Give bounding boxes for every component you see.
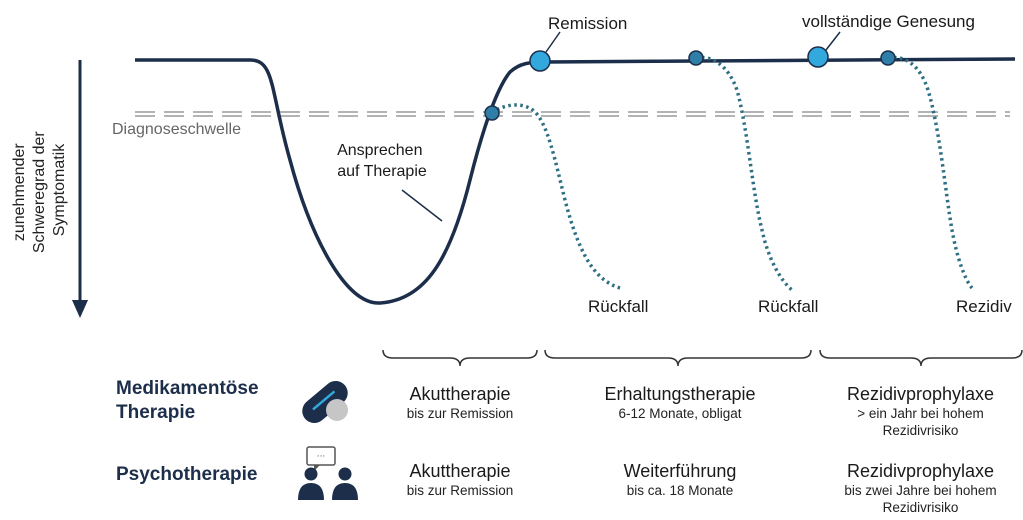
diagnosis-threshold-line (135, 111, 1010, 117)
svg-text:···: ··· (317, 452, 326, 462)
brace-maintenance-phase (544, 349, 812, 367)
phase-medication-prophylaxis: Rezidivprophylaxe > ein Jahr bei hohem R… (846, 384, 995, 438)
phase-medication-acute: Akuttherapie bis zur Remission (406, 384, 514, 421)
threshold-label: Diagnoseschwelle (112, 121, 241, 138)
relapse-curve-1 (490, 103, 621, 290)
phase-medication-maintenance: Erhaltungstherapie 6-12 Monate, obligat (604, 384, 756, 421)
remission-leader-line (545, 31, 561, 53)
pill-tablet-icon (326, 399, 348, 421)
relapse-label-1: Rückfall (588, 297, 648, 316)
y-axis-label: zunehmender Schweregrad der Symptomatik (11, 127, 68, 253)
brace-prophylaxis-phase (819, 349, 1023, 367)
recurrence-curve (887, 55, 974, 290)
remission-dot (529, 50, 551, 72)
full-recovery-label: vollständige Genesung (802, 12, 975, 31)
recovery-leader-line (825, 31, 841, 51)
relapse-curve-2 (695, 55, 794, 292)
response-label: Ansprechen auf Therapie (337, 142, 427, 180)
threshold-crossing-dot (484, 105, 500, 121)
severity-axis-arrow (72, 60, 88, 318)
recurrence-label: Rezidiv (956, 297, 1012, 316)
row-label-psychotherapy: Psychotherapie (116, 464, 258, 485)
relapse-start-dot (688, 50, 704, 66)
row-label-medication: Medikamentöse Therapie (116, 378, 259, 423)
phase-psychotherapy-acute: Akuttherapie bis zur Remission (406, 461, 514, 498)
response-leader-line (401, 189, 443, 222)
phase-psychotherapy-continuation: Weiterführung bis ca. 18 Monate (623, 461, 737, 498)
brace-acute-phase (382, 349, 538, 367)
phase-psychotherapy-prophylaxis: Rezidivprophylaxe bis zwei Jahre bei hoh… (844, 461, 997, 515)
relapse-label-2: Rückfall (758, 297, 818, 316)
pill-icon (302, 381, 348, 423)
therapy-conversation-icon: ··· (298, 446, 358, 500)
remission-label: Remission (548, 14, 627, 33)
recurrence-start-dot (880, 50, 896, 66)
full-recovery-dot (807, 46, 829, 68)
symptom-curve (135, 57, 1016, 305)
